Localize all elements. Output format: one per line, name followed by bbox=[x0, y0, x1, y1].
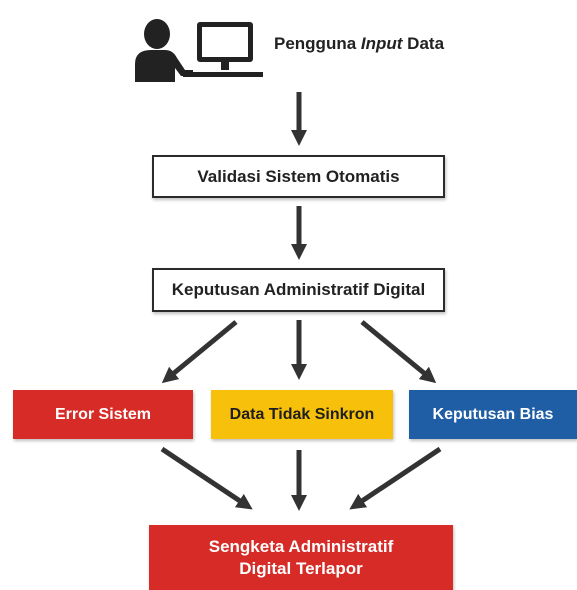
user-at-computer-icon bbox=[135, 19, 263, 82]
user-label-prefix: Pengguna bbox=[274, 34, 361, 53]
arrow-keputusan-to-error bbox=[161, 320, 238, 384]
arrow-bias-to-sengketa bbox=[349, 446, 442, 510]
arrow-keputusan-to-bias bbox=[360, 320, 437, 384]
sengketa-label-line1: Sengketa Administratif bbox=[208, 536, 394, 556]
sengketa-box: Sengketa Administratif Digital Terlapor bbox=[149, 525, 453, 590]
sengketa-label-line2: Digital Terlapor bbox=[239, 558, 363, 578]
data-tidak-sinkron-label: Data Tidak Sinkron bbox=[229, 405, 375, 423]
keputusan-bias-label: Keputusan Bias bbox=[432, 405, 554, 423]
keputusan-administratif-label: Keputusan Administratif Digital bbox=[171, 280, 426, 299]
error-sistem-label: Error Sistem bbox=[54, 405, 152, 423]
user-label-italic: Input bbox=[360, 34, 403, 53]
keputusan-administratif-box: Keputusan Administratif Digital bbox=[152, 268, 445, 312]
user-input-label: Pengguna Input Data bbox=[274, 34, 444, 54]
keputusan-bias-box: Keputusan Bias bbox=[409, 390, 577, 439]
validasi-sistem-box: Validasi Sistem Otomatis bbox=[152, 155, 445, 198]
validasi-sistem-label: Validasi Sistem Otomatis bbox=[197, 166, 400, 186]
user-label-suffix: Data bbox=[402, 34, 445, 53]
data-tidak-sinkron-box: Data Tidak Sinkron bbox=[211, 390, 393, 439]
arrow-error-to-sengketa bbox=[160, 446, 253, 510]
error-sistem-box: Error Sistem bbox=[13, 390, 193, 439]
